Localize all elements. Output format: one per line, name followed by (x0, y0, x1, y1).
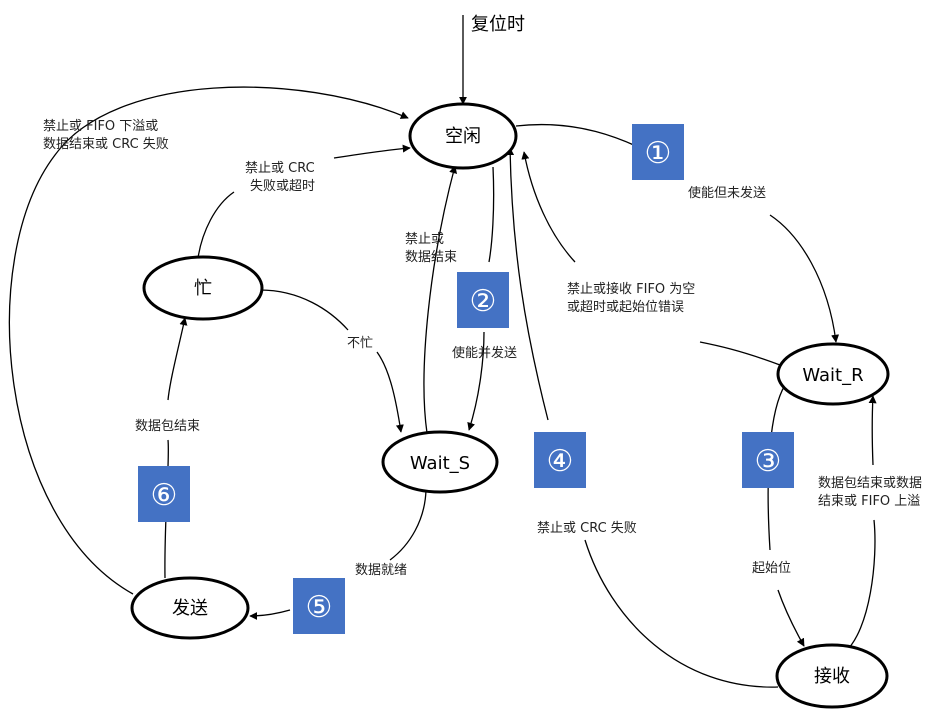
label-waitr-to-idle-2: 或超时或起始位错误 (567, 300, 684, 315)
label-idle-to-waitr: 使能但未发送 (688, 185, 766, 201)
edge-receive-to-waitr-b (868, 395, 877, 466)
state-send-label: 发送 (172, 598, 208, 619)
edge-idle-to-waitr-b (769, 214, 840, 343)
label-send-to-idle-1: 禁止或 FIFO 下溢或 (43, 119, 158, 134)
badge-3: ③ (742, 432, 794, 488)
label-receive-to-idle: 禁止或 CRC 失败 (537, 521, 637, 536)
badge-2-bg (457, 272, 509, 328)
edge-send-to-idle (8, 86, 409, 595)
label-waits-to-idle-1: 禁止或 (405, 232, 444, 247)
edge-waitr-to-receive-b (777, 589, 805, 647)
edge-idle-to-waits (488, 166, 495, 263)
edge-busy-to-waits (259, 289, 349, 331)
badge-2-label: ② (470, 284, 497, 319)
edge-waits-to-send-b (249, 609, 291, 620)
label-receive-to-waitr-2: 结束或 FIFO 上溢 (818, 494, 920, 509)
state-idle-label: 空闲 (445, 126, 481, 147)
edge-waitr-to-idle-b (521, 151, 576, 263)
edge-send-to-busy-b (167, 317, 188, 401)
state-wait-r-label: Wait_R (802, 365, 863, 386)
badge-1-label: ① (645, 136, 672, 171)
badge-1-bg (632, 124, 684, 180)
states: 空闲 忙 Wait_S Wait_R 发送 接收 (130, 102, 890, 709)
badge-3-label: ③ (755, 444, 782, 479)
label-send-to-busy: 数据包结束 (135, 419, 200, 434)
state-idle: 空闲 (408, 102, 518, 170)
label-waits-to-send: 数据就绪 (355, 563, 407, 578)
badge-4-bg (534, 432, 586, 488)
badge-6-bg (138, 466, 190, 522)
state-wait-r: Wait_R (776, 342, 890, 406)
edge-busy-to-idle-b (333, 144, 411, 159)
edge-receive-to-idle-b (506, 147, 549, 421)
label-busy-to-idle-2: 失败或超时 (250, 179, 315, 194)
edges (8, 15, 877, 688)
edge-receive-to-waitr (844, 519, 876, 653)
edge-idle-to-waits-b (467, 331, 485, 431)
label-waits-to-idle-2: 数据结束 (405, 250, 457, 265)
edge-waits-to-idle (423, 165, 458, 434)
edge-waitr-to-idle (699, 341, 781, 366)
label-idle-to-waits: 使能并发送 (452, 345, 517, 361)
label-busy-to-waits: 不忙 (347, 336, 373, 351)
state-send: 发送 (130, 576, 250, 640)
badge-6: ⑥ (138, 466, 190, 522)
state-receive: 接收 (775, 643, 889, 709)
state-busy-label: 忙 (194, 278, 212, 299)
badges: ① ② ③ ④ ⑤ ⑥ (138, 124, 794, 634)
state-busy: 忙 (142, 255, 264, 321)
state-receive-label: 接收 (814, 666, 850, 687)
edge-busy-to-waits-b (376, 351, 404, 433)
badge-5: ⑤ (293, 578, 345, 634)
badge-3-bg (742, 432, 794, 488)
badge-4-label: ④ (547, 444, 574, 479)
badge-2: ② (457, 272, 509, 328)
badge-5-bg (293, 578, 345, 634)
label-send-to-idle-2: 数据结束或 CRC 失败 (43, 137, 169, 152)
edge-labels: 复位时 禁止或 FIFO 下溢或 数据结束或 CRC 失败 禁止或 CRC 失败… (43, 14, 922, 578)
reset-label: 复位时 (471, 14, 525, 35)
edge-waits-to-send (389, 489, 427, 561)
label-waitr-to-receive: 起始位 (752, 561, 791, 576)
badge-6-label: ⑥ (151, 478, 178, 513)
state-wait-s: Wait_S (381, 430, 499, 494)
badge-4: ④ (534, 432, 586, 488)
edge-receive-to-idle (584, 539, 779, 688)
label-busy-to-idle-1: 禁止或 CRC (245, 161, 315, 176)
edge-busy-to-idle (197, 191, 235, 259)
label-waitr-to-idle-1: 禁止或接收 FIFO 为空 (567, 281, 695, 297)
badge-5-label: ⑤ (306, 590, 333, 625)
state-wait-s-label: Wait_S (410, 453, 470, 474)
badge-1: ① (632, 124, 684, 180)
label-receive-to-waitr-1: 数据包结束或数据 (818, 476, 922, 491)
